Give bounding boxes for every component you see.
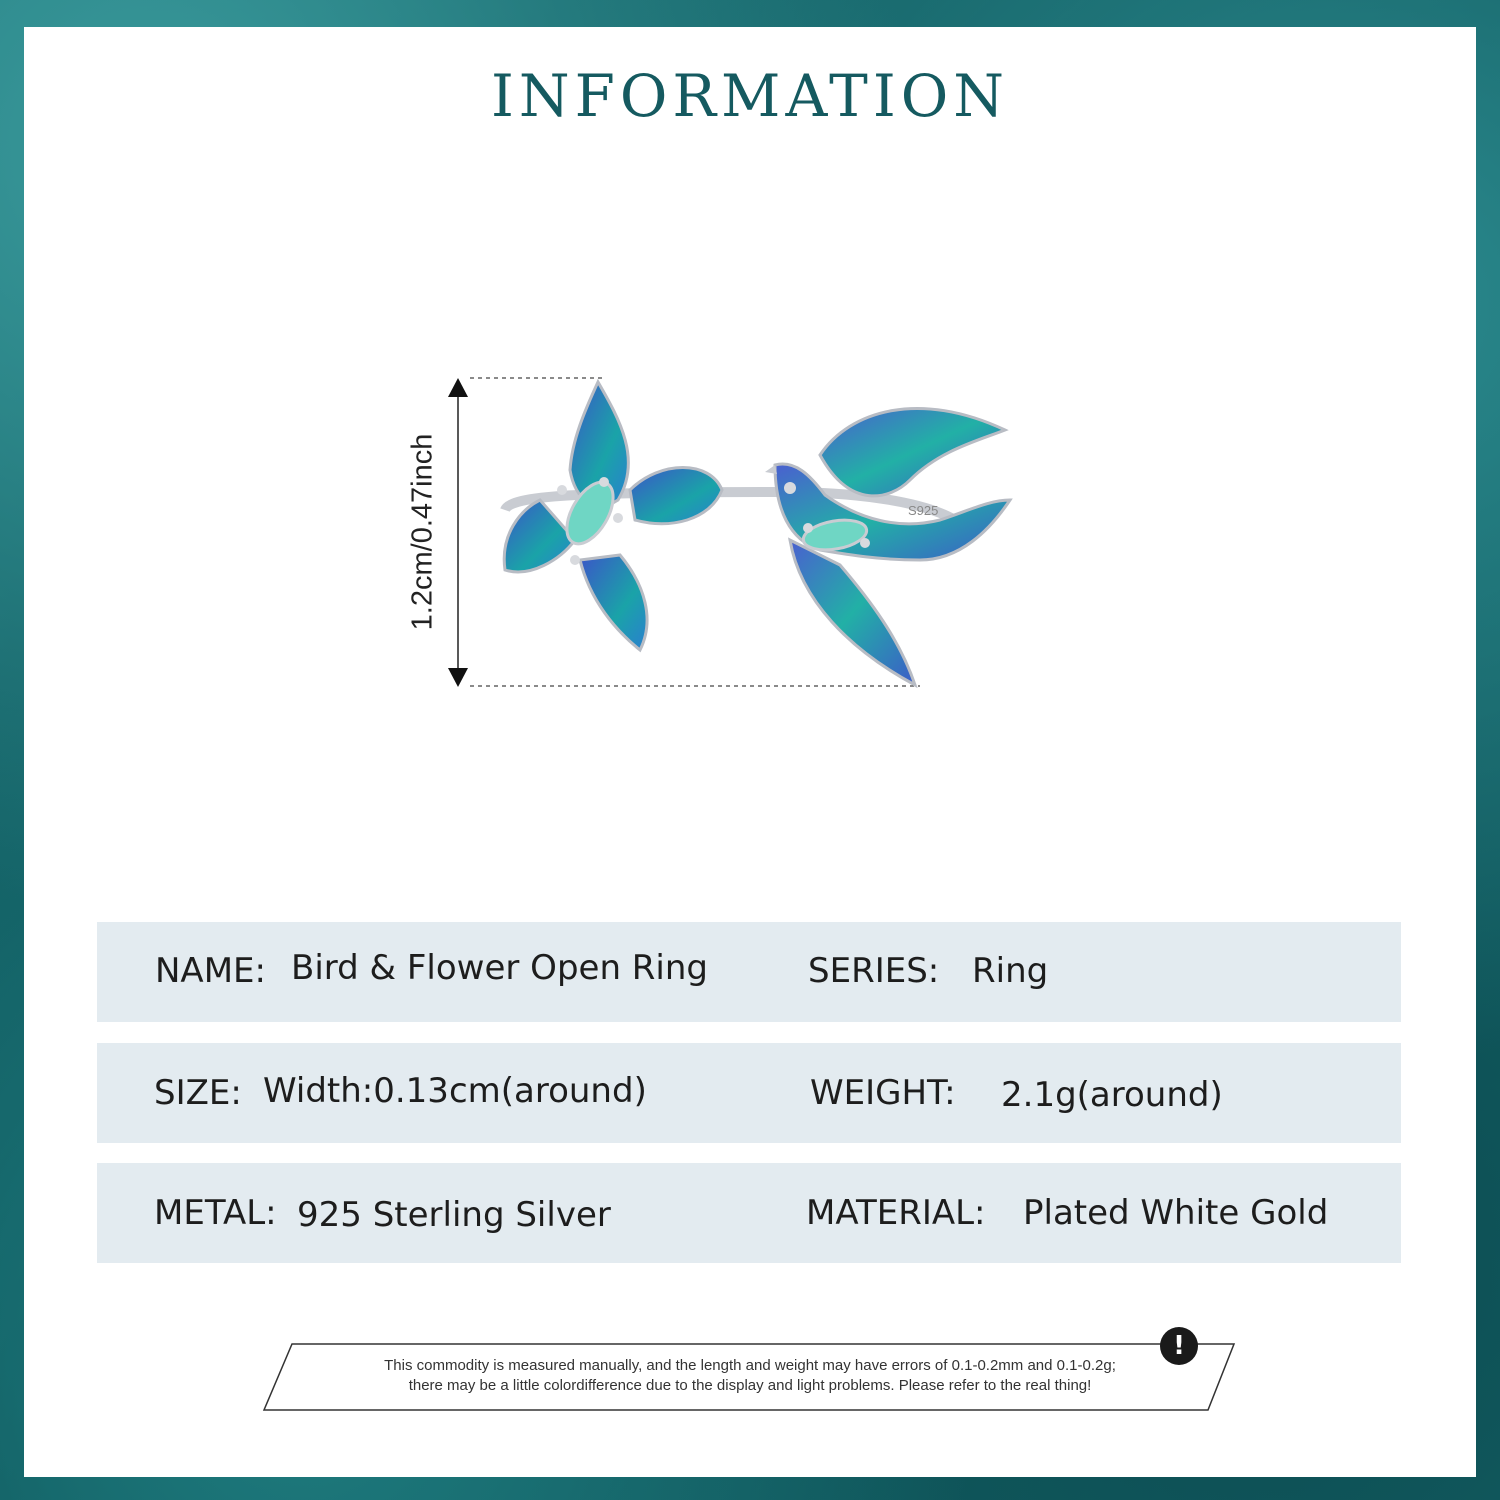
series-label: SERIES: [808,951,940,991]
size-value: Width:0.13cm(around) [263,1071,647,1111]
spec-row-size: SIZE: Width:0.13cm(around) WEIGHT: 2.1g(… [97,1043,1401,1143]
notice-text: This commodity is measured manually, and… [300,1356,1200,1396]
dimension-label: 1.2cm/0.47inch [406,433,439,631]
material-label: MATERIAL: [806,1193,986,1233]
metal-value: 925 Sterling Silver [297,1195,611,1235]
weight-label: WEIGHT: [810,1073,956,1113]
spec-row-name: NAME: Bird & Flower Open Ring SERIES: Ri… [97,922,1401,1022]
material-value: Plated White Gold [1023,1193,1329,1233]
notice-line-2: there may be a little colordifference du… [408,1377,1092,1394]
notice-box [262,1343,1236,1411]
product-image: S925 [448,377,1013,689]
bird-motif [765,407,1013,689]
page-title: INFORMATION [490,62,1010,130]
flower-motif [502,378,724,653]
size-label: SIZE: [154,1073,242,1113]
notice-line-1: This commodity is measured manually, and… [384,1357,1116,1374]
metal-label: METAL: [154,1193,277,1233]
name-label: NAME: [155,951,266,991]
series-value: Ring [972,951,1049,991]
spec-row-metal: METAL: 925 Sterling Silver MATERIAL: Pla… [97,1163,1401,1263]
weight-value: 2.1g(around) [1001,1075,1223,1115]
exclamation-icon: ! [1160,1327,1198,1365]
dimension-guides [448,377,920,687]
name-value: Bird & Flower Open Ring [291,948,708,988]
engraving-text: S925 [908,503,938,518]
